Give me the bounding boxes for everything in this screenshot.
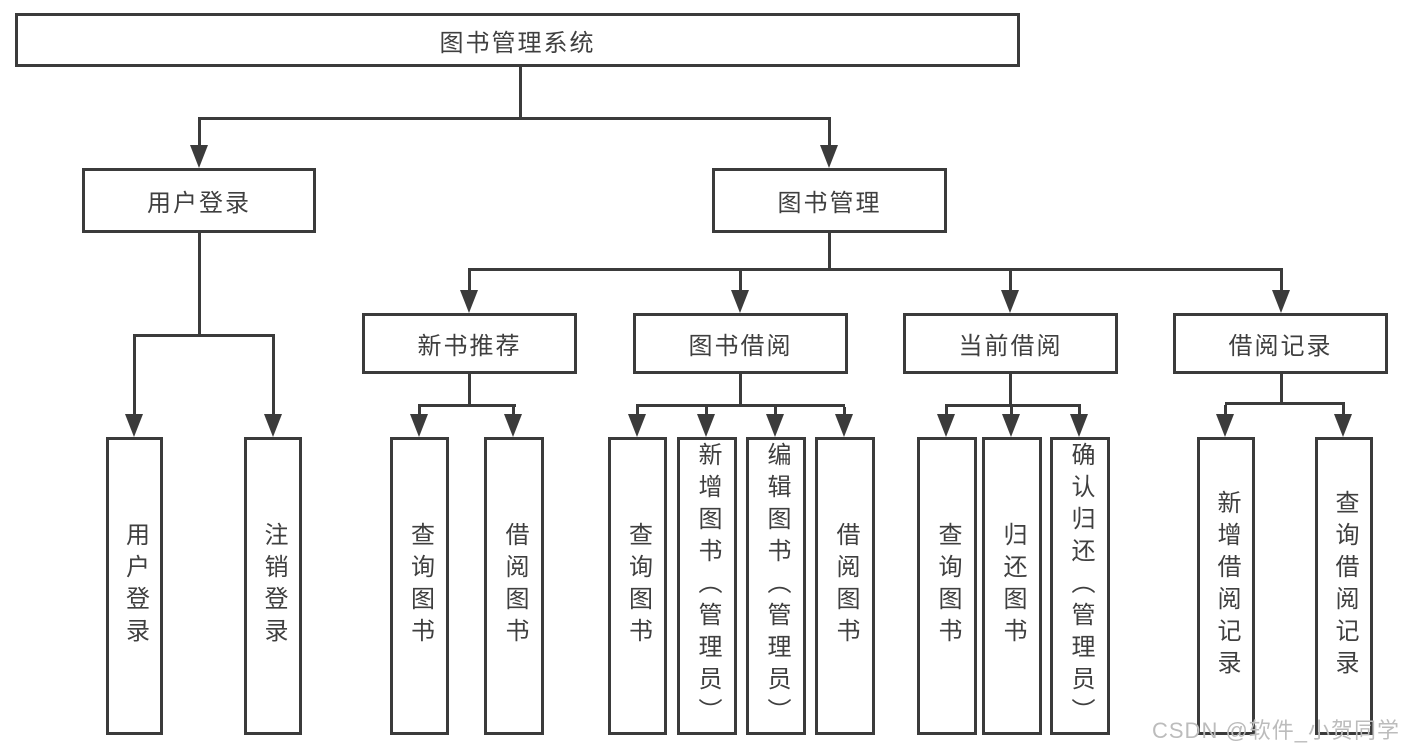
connector-leaf-stem: [418, 407, 421, 416]
connector-userlogin-hbar: [133, 334, 275, 337]
arrow-to-leaf: [1070, 414, 1088, 437]
leaf-newbooks-borrow-label: 借阅图书: [501, 522, 528, 650]
arrow-to-leaf-userlogin: [125, 414, 143, 437]
leaf-bookborrow-borrow: 借阅图书: [815, 437, 875, 735]
leaf-currentborrow-confirm: 确认归还（管理员）: [1050, 437, 1110, 735]
connector-level3-stem: [468, 271, 471, 292]
leaf-record-add: 新增借阅记录: [1197, 437, 1255, 735]
leaf-currentborrow-query-label: 查询图书: [934, 522, 961, 650]
connector-userlogin-stem: [198, 119, 201, 146]
connector-currentborrow-hbar: [945, 404, 1081, 407]
connector-leaf-stem: [1078, 407, 1081, 416]
leaf-currentborrow-return-label: 归还图书: [999, 522, 1026, 650]
connector-borrowrecord-down: [1280, 374, 1283, 404]
leaf-bookborrow-query-label: 查询图书: [624, 522, 652, 650]
connector-leaf-stem: [133, 337, 136, 415]
node-book-borrow: 图书借阅: [633, 313, 848, 374]
leaf-bookborrow-edit-label: 编辑图书（管理员）: [763, 442, 790, 730]
connector-bookborrow-hbar: [636, 404, 845, 407]
connector-leaf-stem: [1224, 405, 1227, 416]
connector-level3-hbar: [468, 268, 1283, 271]
leaf-newbooks-borrow: 借阅图书: [484, 437, 544, 735]
arrow-to-leaf: [1002, 414, 1020, 437]
arrow-to-currentborrow: [1001, 290, 1019, 313]
connector-leaf-stem: [272, 337, 275, 415]
leaf-bookborrow-borrow-label: 借阅图书: [832, 522, 859, 650]
arrow-to-userlogin: [190, 145, 208, 168]
node-root-label: 图书管理系统: [439, 29, 596, 57]
arrow-to-leaf: [937, 414, 955, 437]
csdn-watermark: CSDN @软件_小贺同学: [1152, 718, 1401, 743]
connector-level3-stem: [1280, 271, 1283, 292]
node-book-mgmt-label: 图书管理: [777, 190, 882, 217]
leaf-currentborrow-return: 归还图书: [982, 437, 1042, 735]
connector-leaf-stem: [705, 407, 708, 416]
node-user-login: 用户登录: [82, 168, 316, 233]
leaf-user-login-label: 用户登录: [121, 522, 149, 650]
leaf-bookborrow-query: 查询图书: [608, 437, 667, 735]
leaf-record-add-label: 新增借阅记录: [1213, 490, 1240, 682]
connector-bookmgmt-down: [828, 233, 831, 270]
connector-level3-stem: [1009, 271, 1012, 292]
node-borrow-record: 借阅记录: [1173, 313, 1388, 374]
connector-root-stem: [519, 66, 522, 119]
node-book-mgmt: 图书管理: [712, 168, 947, 233]
leaf-logout: 注销登录: [244, 437, 302, 735]
arrow-to-leaf: [410, 414, 428, 437]
node-book-borrow-label: 图书借阅: [688, 333, 793, 360]
leaf-bookborrow-edit: 编辑图书（管理员）: [746, 437, 806, 735]
connector-leaf-stem: [512, 407, 515, 416]
node-current-borrow: 当前借阅: [903, 313, 1118, 374]
connector-newbooks-down: [468, 374, 471, 406]
connector-leaf-stem: [945, 407, 948, 416]
leaf-record-query: 查询借阅记录: [1315, 437, 1373, 735]
arrow-to-leaf: [835, 414, 853, 437]
arrow-to-newbooks: [460, 290, 478, 313]
leaf-record-query-label: 查询借阅记录: [1331, 490, 1358, 682]
leaf-currentborrow-confirm-label: 确认归还（管理员）: [1067, 442, 1094, 730]
connector-leaf-stem: [1342, 405, 1345, 416]
connector-bookborrow-down: [739, 374, 742, 406]
leaf-currentborrow-query: 查询图书: [917, 437, 977, 735]
leaf-newbooks-query-label: 查询图书: [406, 522, 434, 650]
arrow-to-borrowrecord: [1272, 290, 1290, 313]
connector-leaf-stem: [636, 407, 639, 416]
connector-userlogin-down: [198, 233, 201, 336]
leaf-bookborrow-add: 新增图书（管理员）: [677, 437, 737, 735]
leaf-logout-label: 注销登录: [260, 522, 287, 650]
arrow-to-leaf: [1334, 414, 1352, 437]
arrow-to-leaf: [697, 414, 715, 437]
node-user-login-label: 用户登录: [147, 190, 251, 217]
connector-borrowrecord-hbar: [1225, 402, 1345, 405]
node-current-borrow-label: 当前借阅: [958, 333, 1063, 360]
leaf-user-login: 用户登录: [106, 437, 163, 735]
arrow-to-bookborrow: [731, 290, 749, 313]
node-borrow-record-label: 借阅记录: [1228, 333, 1333, 360]
arrow-to-leaf: [766, 414, 784, 437]
connector-leaf-stem: [1010, 407, 1013, 416]
connector-level1-hbar: [198, 117, 831, 120]
node-root: 图书管理系统: [15, 13, 1020, 67]
connector-bookmgmt-stem: [828, 119, 831, 146]
connector-leaf-stem: [843, 407, 846, 416]
leaf-newbooks-query: 查询图书: [390, 437, 449, 735]
arrow-to-bookmgmt: [820, 145, 838, 168]
arrow-to-leaf-logout: [264, 414, 282, 437]
connector-level3-stem: [739, 271, 742, 292]
node-new-books: 新书推荐: [362, 313, 577, 374]
leaf-bookborrow-add-label: 新增图书（管理员）: [694, 442, 721, 730]
connector-newbooks-hbar: [418, 404, 516, 407]
arrow-to-leaf: [1216, 414, 1234, 437]
connector-leaf-stem: [774, 407, 777, 416]
connector-currentborrow-down: [1009, 374, 1012, 406]
arrow-to-leaf: [628, 414, 646, 437]
node-new-books-label: 新书推荐: [417, 333, 522, 360]
arrow-to-leaf: [504, 414, 522, 437]
